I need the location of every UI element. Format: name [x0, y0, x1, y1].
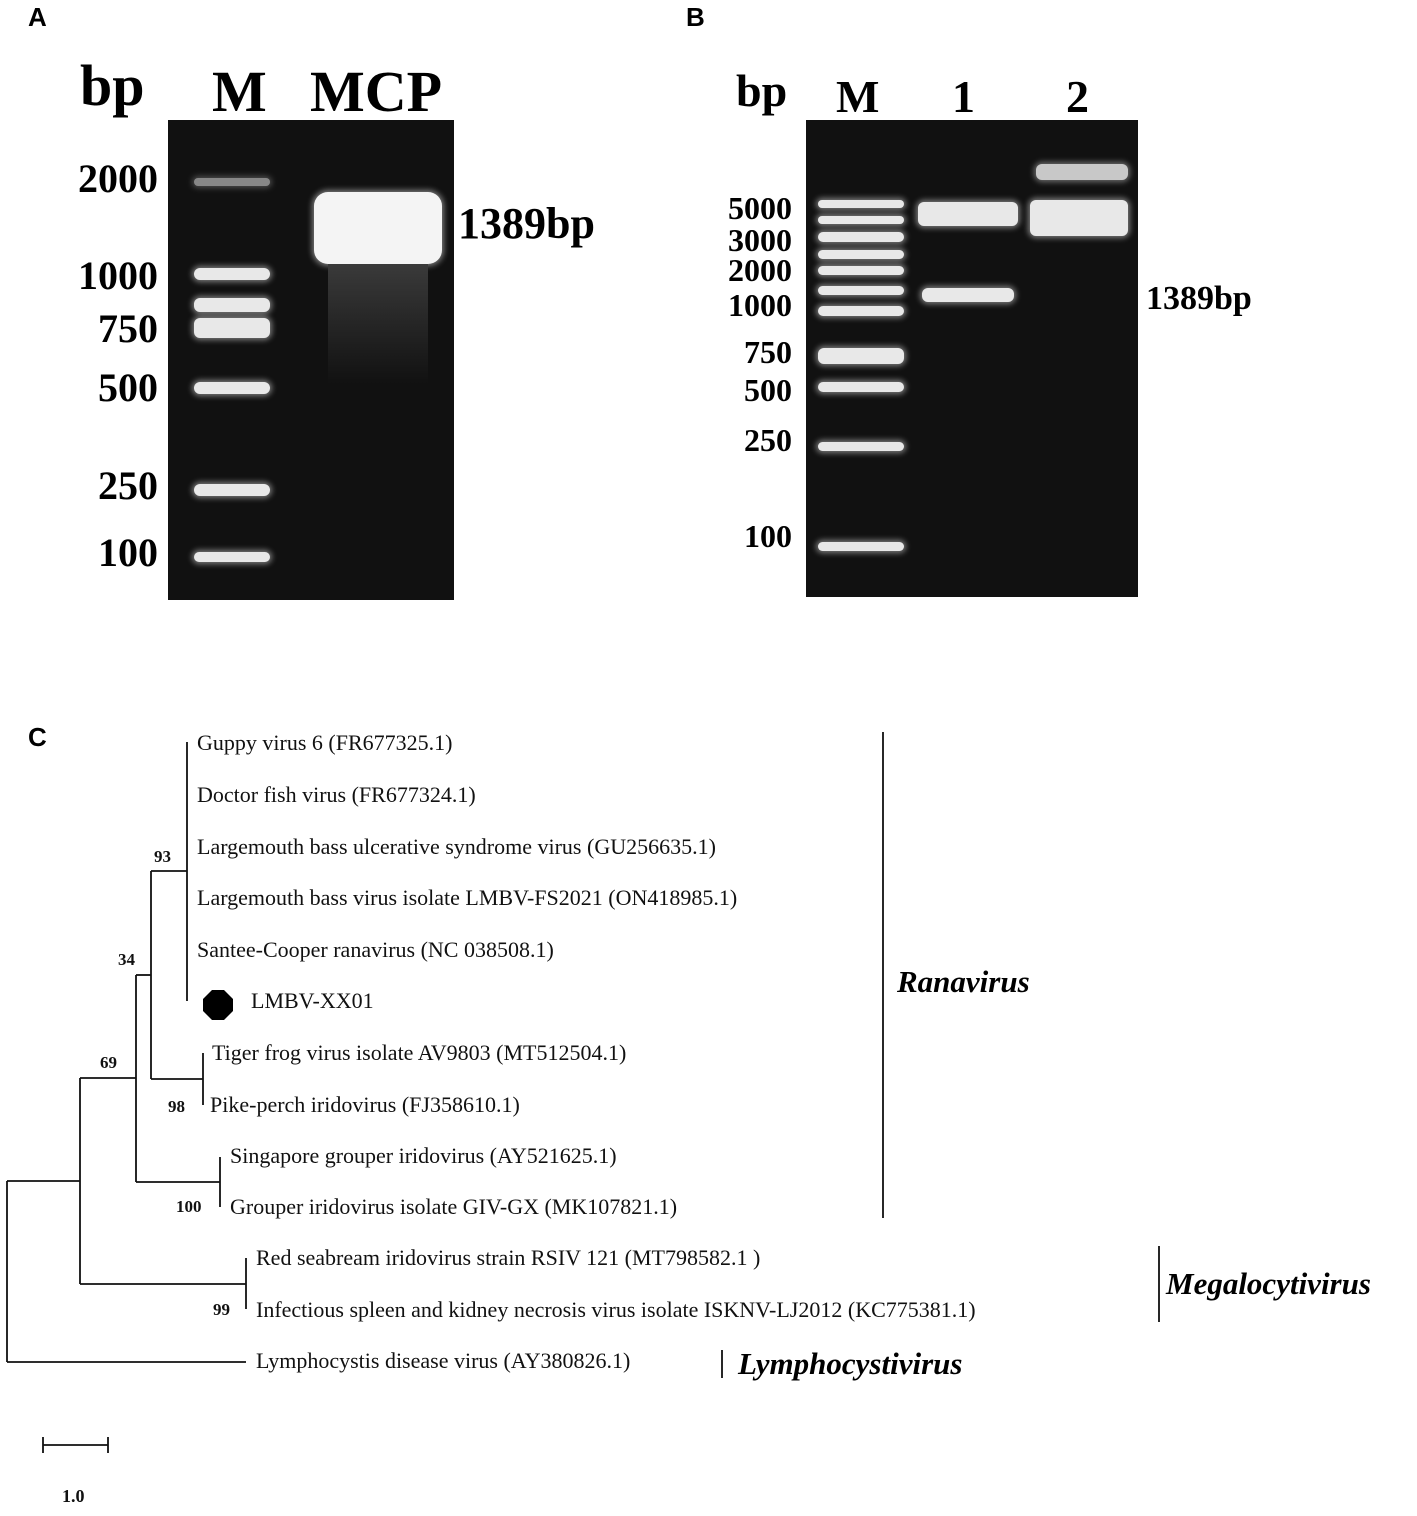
panel-a-lane-m: M: [212, 59, 267, 124]
bootstrap-value: 93: [154, 847, 171, 866]
taxon-label: Red seabream iridovirus strain RSIV 121 …: [256, 1245, 761, 1270]
ladder-band: [194, 318, 270, 338]
genus-label-ranavirus: Ranavirus: [897, 964, 1030, 999]
mcp-band: [314, 192, 442, 264]
taxon-label: Grouper iridovirus isolate GIV-GX (MK107…: [230, 1194, 678, 1219]
ladder-label: 3000: [728, 222, 792, 258]
ladder-band: [194, 484, 270, 496]
lane-2-plasmid-band: [1030, 200, 1128, 236]
ladder-band: [818, 306, 904, 316]
lane-1-insert-band: [922, 288, 1014, 302]
panel-b-lane-m: M: [836, 71, 880, 122]
ladder-band: [818, 286, 904, 295]
ladder-label: 1000: [728, 287, 792, 323]
ladder-label: 250: [744, 422, 792, 458]
ladder-label: 1000: [78, 253, 158, 298]
ladder-band: [818, 216, 904, 224]
ladder-label: 750: [98, 306, 158, 351]
ladder-band: [194, 382, 270, 394]
panel-c-letter: C: [28, 722, 47, 752]
bootstrap-value: 69: [100, 1053, 117, 1072]
ladder-label: 2000: [728, 252, 792, 288]
panel-b-gel-image: [806, 120, 1138, 597]
ladder-band: [818, 542, 904, 551]
bootstrap-value: 99: [213, 1300, 230, 1319]
ladder-band: [818, 232, 904, 242]
taxon-label: Singapore grouper iridovirus (AY521625.1…: [230, 1143, 617, 1168]
panel-b-band-label: 1389bp: [1146, 280, 1252, 317]
panel-a-bp-header: bp: [80, 53, 145, 118]
panel-a-band-label: 1389bp: [458, 199, 595, 248]
ladder-band: [194, 268, 270, 280]
ladder-band: [194, 298, 270, 312]
ladder-band: [818, 382, 904, 392]
ladder-label: 750: [744, 334, 792, 370]
lane-2-upper-band: [1036, 164, 1128, 180]
ladder-label: 100: [98, 530, 158, 575]
bootstrap-value: 34: [118, 950, 135, 969]
panel-b-letter: B: [686, 2, 705, 32]
scale-bar-label: 1.0: [62, 1486, 85, 1506]
taxon-label: Santee-Cooper ranavirus (NC 038508.1): [197, 937, 554, 962]
ladder-band: [194, 552, 270, 562]
panel-b-lane-1: 1: [952, 71, 975, 122]
panel-a-gel-image: [168, 120, 454, 600]
taxon-label: Guppy virus 6 (FR677325.1): [197, 730, 453, 755]
ladder-label: 500: [744, 372, 792, 408]
bootstrap-value: 100: [176, 1197, 202, 1216]
ladder-band: [194, 178, 270, 186]
taxon-label: Largemouth bass ulcerative syndrome viru…: [197, 834, 716, 859]
panel-a-ladder-labels: 2000 1000 750 500 250 100: [40, 155, 158, 595]
bootstrap-value: 98: [168, 1097, 185, 1116]
ladder-band: [818, 348, 904, 364]
taxon-label: Largemouth bass virus isolate LMBV-FS202…: [197, 885, 738, 910]
taxon-label: Tiger frog virus isolate AV9803 (MT51250…: [212, 1040, 627, 1065]
taxon-label: Infectious spleen and kidney necrosis vi…: [256, 1297, 976, 1322]
ladder-label: 2000: [78, 156, 158, 201]
lane-1-vector-band: [918, 202, 1018, 226]
ladder-label: 100: [744, 518, 792, 554]
ladder-band: [818, 442, 904, 451]
genus-label-megalocytivirus: Megalocytivirus: [1166, 1266, 1371, 1301]
taxon-label: Pike-perch iridovirus (FJ358610.1): [210, 1092, 520, 1117]
mcp-smear: [328, 264, 428, 384]
panel-b-ladder-labels: 5000 3000 2000 1000 750 500 250 100: [700, 190, 792, 570]
ladder-band: [818, 250, 904, 259]
panel-a-letter: A: [28, 2, 47, 32]
genus-label-lymphocystivirus: Lymphocystivirus: [738, 1346, 963, 1381]
ladder-band: [818, 266, 904, 275]
taxon-label: Lymphocystis disease virus (AY380826.1): [256, 1348, 631, 1373]
ladder-band: [818, 200, 904, 208]
ladder-label: 500: [98, 365, 158, 410]
panel-b-bp-header: bp: [736, 65, 788, 116]
ladder-label: 5000: [728, 190, 792, 226]
taxon-label: Doctor fish virus (FR677324.1): [197, 782, 476, 807]
taxon-label-lmbv-xx01: LMBV-XX01: [251, 988, 374, 1013]
ladder-label: 250: [98, 463, 158, 508]
panel-b-lane-2: 2: [1066, 71, 1089, 122]
lmbv-xx01-marker-icon: [203, 990, 233, 1020]
panel-a-lane-mcp: MCP: [310, 59, 443, 124]
